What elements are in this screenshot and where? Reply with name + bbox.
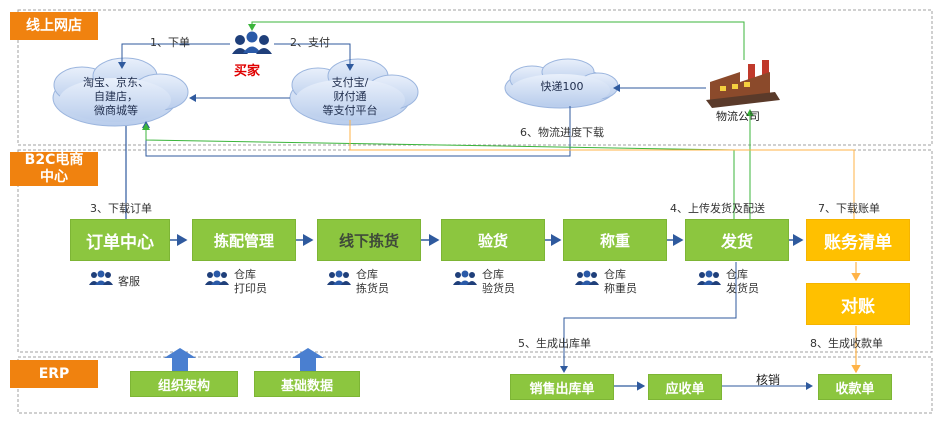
process-offline-pick[interactable]: 线下拣货 <box>317 219 421 261</box>
buyer-label: 买家 <box>234 64 261 79</box>
flow-pay <box>274 43 354 71</box>
role-weigh: 仓库 称重员 <box>604 268 637 295</box>
role-order-center: 客服 <box>118 275 140 288</box>
payment-cloud <box>289 58 419 126</box>
shipper-person-icon <box>697 270 721 285</box>
process-order-center[interactable]: 订单中心 <box>70 219 170 261</box>
erp-outbound[interactable]: 销售出库单 <box>510 374 614 400</box>
step-7-label: 7、下载账单 <box>818 202 880 215</box>
erp-writeoff-label: 核销 <box>756 373 781 387</box>
flow-upload-shipping <box>142 123 735 228</box>
process-pick-manage[interactable]: 拣配管理 <box>192 219 296 261</box>
inspector-person-icon <box>453 270 477 285</box>
erp-org[interactable]: 组织架构 <box>130 371 238 397</box>
process-inspect[interactable]: 验货 <box>441 219 545 261</box>
section-online-store: 线上网店 <box>10 12 98 40</box>
logistics-company-label: 物流公司 <box>716 110 760 123</box>
factory-icon <box>706 60 780 108</box>
payment-cloud-label: 支付宝/ 财付通 等支付平台 <box>322 76 378 117</box>
step-3-label: 3、下载订单 <box>90 202 152 215</box>
process-weigh[interactable]: 称重 <box>563 219 667 261</box>
express-cloud <box>504 58 619 109</box>
base-data-up-arrow-icon <box>292 348 324 376</box>
stores-cloud-label: 淘宝、京东、 自建店， 微商城等 <box>83 76 149 117</box>
stores-cloud <box>52 57 189 127</box>
step-6-label: 6、物流进度下载 <box>520 126 604 139</box>
flow-generate-outbound <box>560 262 737 373</box>
flow-order <box>118 43 230 69</box>
printer-person-icon <box>205 270 229 285</box>
org-up-arrow-icon <box>164 348 196 376</box>
buyer-icon <box>232 31 272 54</box>
erp-base-data[interactable]: 基础数据 <box>254 371 360 397</box>
role-ship: 仓库 发货员 <box>726 268 759 295</box>
step-2-label: 2、支付 <box>290 36 330 49</box>
weigher-person-icon <box>575 270 599 285</box>
finance-statement[interactable]: 账务清单 <box>806 219 910 261</box>
step-4-label: 4、上传发货及配送 <box>670 202 765 215</box>
role-inspect: 仓库 验货员 <box>482 268 515 295</box>
flow-download-bill <box>349 120 858 227</box>
finance-reconcile[interactable]: 对账 <box>806 283 910 325</box>
flow-delivery-to-buyer <box>248 21 745 60</box>
erp-receipt[interactable]: 收款单 <box>818 374 892 400</box>
erp-receivable[interactable]: 应收单 <box>648 374 722 400</box>
express-cloud-label: 快递100 <box>540 80 584 93</box>
picker-person-icon <box>327 270 351 285</box>
process-ship[interactable]: 发货 <box>685 219 789 261</box>
role-offline-pick: 仓库 拣货员 <box>356 268 389 295</box>
role-pick-manage: 仓库 打印员 <box>234 268 267 295</box>
step-8-label: 8、生成收款单 <box>810 337 883 350</box>
section-erp: ERP <box>10 360 98 388</box>
step-1-label: 1、下单 <box>150 36 190 49</box>
section-b2c-center: B2C电商 中心 <box>10 152 98 186</box>
customer-service-person-icon <box>89 270 113 285</box>
step-5-label: 5、生成出库单 <box>518 337 591 350</box>
